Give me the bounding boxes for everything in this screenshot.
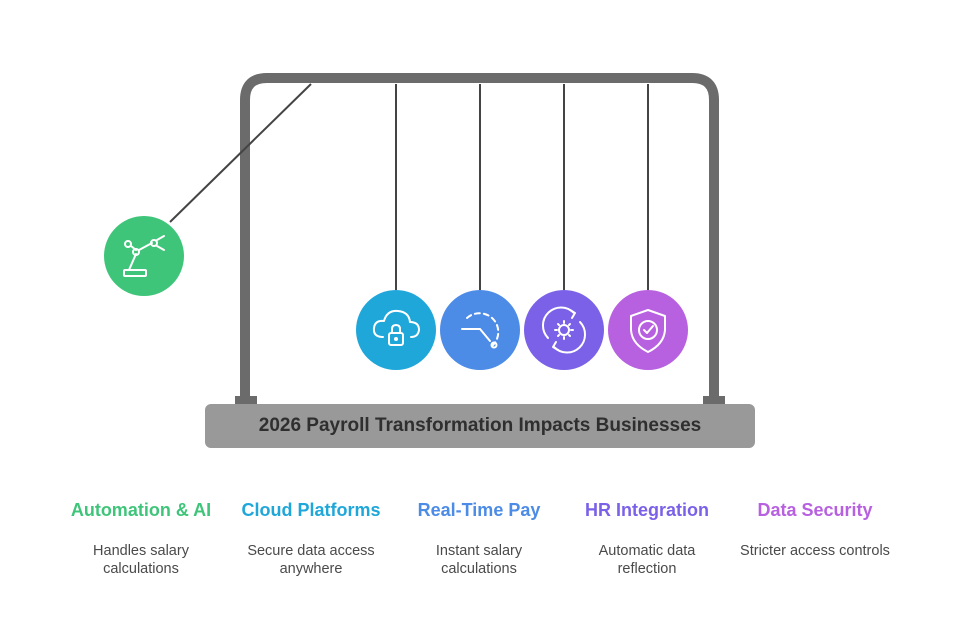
gear-sync-icon [541,306,587,354]
diagram-title: 2026 Payroll Transformation Impacts Busi… [258,415,702,436]
string-automation [169,83,312,223]
caption-security: Data Security Stricter access controls [740,486,890,560]
caption-realtime: Real-Time Pay Instant salary calculation… [404,486,554,578]
clock-dial-icon [461,312,500,349]
ball-hr [524,290,604,370]
caption-description: Instant salary calculations [435,543,523,577]
caption-hr: HR Integration Automatic data reflection [572,486,722,578]
caption-description: Automatic data reflection [598,543,696,577]
caption-title: HR Integration [585,500,709,520]
robot-arm-icon [123,235,165,277]
caption-cloud: Cloud Platforms Secure data access anywh… [236,486,386,578]
frame-foot-right [703,396,725,404]
ball-security [608,290,688,370]
ball-automation [104,216,184,296]
cradle-base [205,404,755,448]
frame-foot-left [235,396,257,404]
shield-check-icon [630,309,666,353]
cradle-frame [240,73,719,398]
caption-title: Cloud Platforms [241,500,381,520]
cloud-lock-icon [372,309,420,346]
ball-cloud [356,290,436,370]
caption-description: Stricter access controls [740,543,890,559]
caption-title: Real-Time Pay [417,500,541,520]
caption-description: Handles salary calculations [93,543,189,577]
caption-automation: Automation & AI Handles salary calculati… [66,486,216,578]
caption-title: Automation & AI [70,500,212,520]
caption-title: Data Security [757,500,873,520]
caption-description: Secure data access anywhere [247,543,375,577]
ball-realtime [440,290,520,370]
